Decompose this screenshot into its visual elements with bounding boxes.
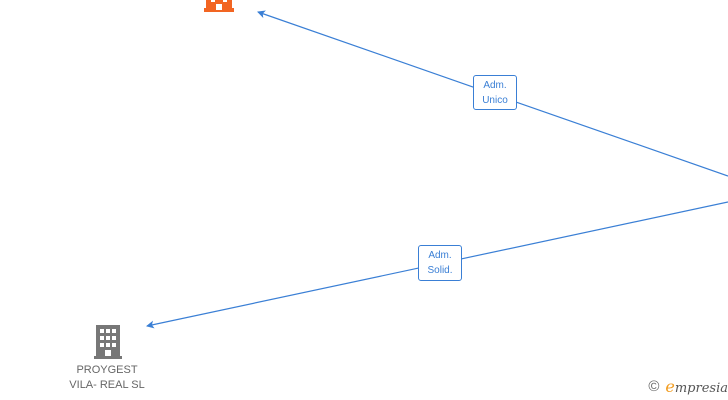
edge-label-line: Solid. xyxy=(427,265,453,276)
brand-logo: empresia xyxy=(665,377,728,396)
node-name-line: VILA- REAL SL xyxy=(69,379,145,391)
edge-label-adm-unico[interactable]: Adm. Unico xyxy=(473,75,517,110)
node-name-line: PROYGEST xyxy=(76,364,138,376)
edge-label-line: Unico xyxy=(482,95,508,106)
edge-label-line: Adm. xyxy=(483,80,507,91)
copyright-icon: © xyxy=(648,378,660,395)
building-icon[interactable] xyxy=(204,0,234,12)
footer-branding: © empresia xyxy=(648,377,728,396)
edge-label-line: Adm. xyxy=(428,250,452,261)
node-name-proygest[interactable]: PROYGEST VILA- REAL SL xyxy=(47,363,167,393)
edge-label-adm-solid[interactable]: Adm. Solid. xyxy=(418,245,462,281)
building-icon[interactable] xyxy=(94,325,122,359)
